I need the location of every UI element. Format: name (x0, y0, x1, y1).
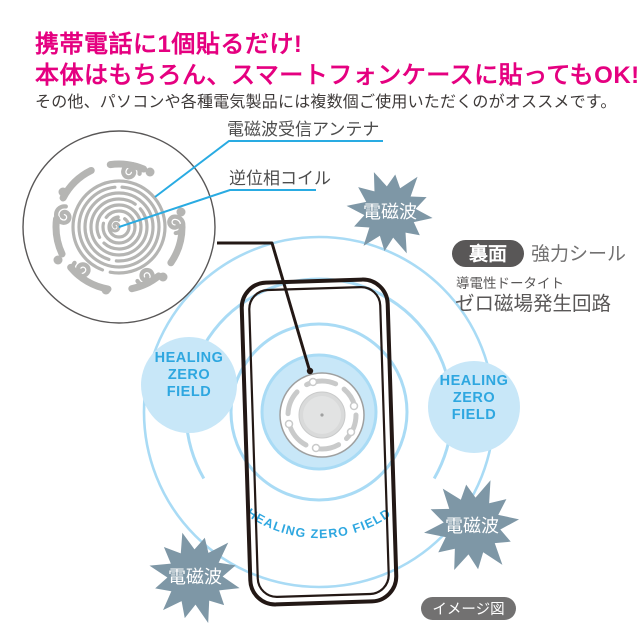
antenna-dot-icon (176, 207, 186, 217)
field-circle-right-line3: FIELD (452, 407, 496, 423)
phone-body (239, 277, 399, 607)
caption-label: イメージ図 (432, 601, 504, 618)
sticker-on-phone (279, 372, 365, 458)
field-circle-left-line2: ZERO (168, 367, 210, 383)
antenna-label: 電磁波受信アンテナ (227, 120, 379, 139)
back-badge-pill (452, 240, 524, 267)
antenna-dot-icon (101, 285, 111, 295)
circuit-label: ゼロ磁場発生回路 (455, 293, 611, 315)
field-circle-left-line3: FIELD (167, 384, 211, 400)
callout-coil: 逆位相コイル (118, 169, 331, 228)
sticker-screw-icon (308, 377, 318, 387)
coil-label: 逆位相コイル (229, 169, 331, 188)
sticker-screw-icon (346, 427, 356, 437)
antenna-dot-icon (145, 167, 155, 177)
field-circle-left-line1: HEALING (155, 350, 224, 366)
reverse-phase-coil-pattern (71, 179, 167, 275)
material-label: 導電性ドータイト (456, 276, 564, 291)
wave-burst-right: 電磁波 (418, 477, 526, 577)
sticker-leader-line (217, 241, 312, 373)
wave-burst-top: 電磁波 (341, 167, 438, 258)
healing-field-circle-right: HEALING ZERO FIELD (428, 361, 520, 453)
wave-burst-left: 電磁波 (139, 525, 250, 630)
smartphone-outline (239, 277, 399, 607)
field-circle-right-line2: ZERO (453, 390, 495, 406)
headline-line1: 携帯電話に1個貼るだけ! (35, 31, 303, 58)
sticker-screw-icon (284, 419, 294, 429)
headline-line2: 本体はもちろん、スマートフォンケースに貼ってもOK! (35, 62, 640, 89)
field-circle-right-line1: HEALING (440, 373, 509, 389)
caption-pill (421, 597, 516, 620)
field-ring-1 (229, 322, 409, 502)
antenna-dot-icon (53, 255, 63, 265)
back-side-info: 裏面 強力シール 導電性ドータイト ゼロ磁場発生回路 (452, 240, 626, 315)
antenna-leader-line (154, 140, 383, 198)
adhesive-label: 強力シール (531, 243, 626, 265)
healing-field-circle-left: HEALING ZERO FIELD (141, 337, 237, 433)
antenna-dot-icon (58, 187, 68, 197)
headline-note: その他、パソコンや各種電気製品には複数個ご使用いただくのがオススメです。 (35, 94, 617, 111)
sticker-screw-icon (349, 401, 359, 411)
sticker-ornament-ring (285, 378, 359, 452)
sticker-center-dot (320, 413, 324, 417)
back-badge-label: 裏面 (468, 242, 507, 265)
field-circle-right-bg (428, 361, 520, 453)
wave-burst-left-label: 電磁波 (168, 567, 222, 587)
field-circle-left-bg (141, 337, 237, 433)
coil-leader-line (118, 189, 316, 228)
healing-zero-field-arc-text: HEALING ZERO FIELD (244, 506, 394, 542)
wave-burst-top-label: 電磁波 (363, 202, 417, 222)
antenna-dot-icon (158, 272, 168, 282)
image-caption: イメージ図 (421, 597, 516, 620)
sticker-screw-icon (311, 443, 321, 453)
sticker-leader-tip (306, 367, 314, 375)
wave-burst-right-label: 電磁波 (445, 516, 499, 536)
phone-screen-bezel (248, 286, 390, 598)
callout-antenna: 電磁波受信アンテナ (154, 120, 383, 198)
